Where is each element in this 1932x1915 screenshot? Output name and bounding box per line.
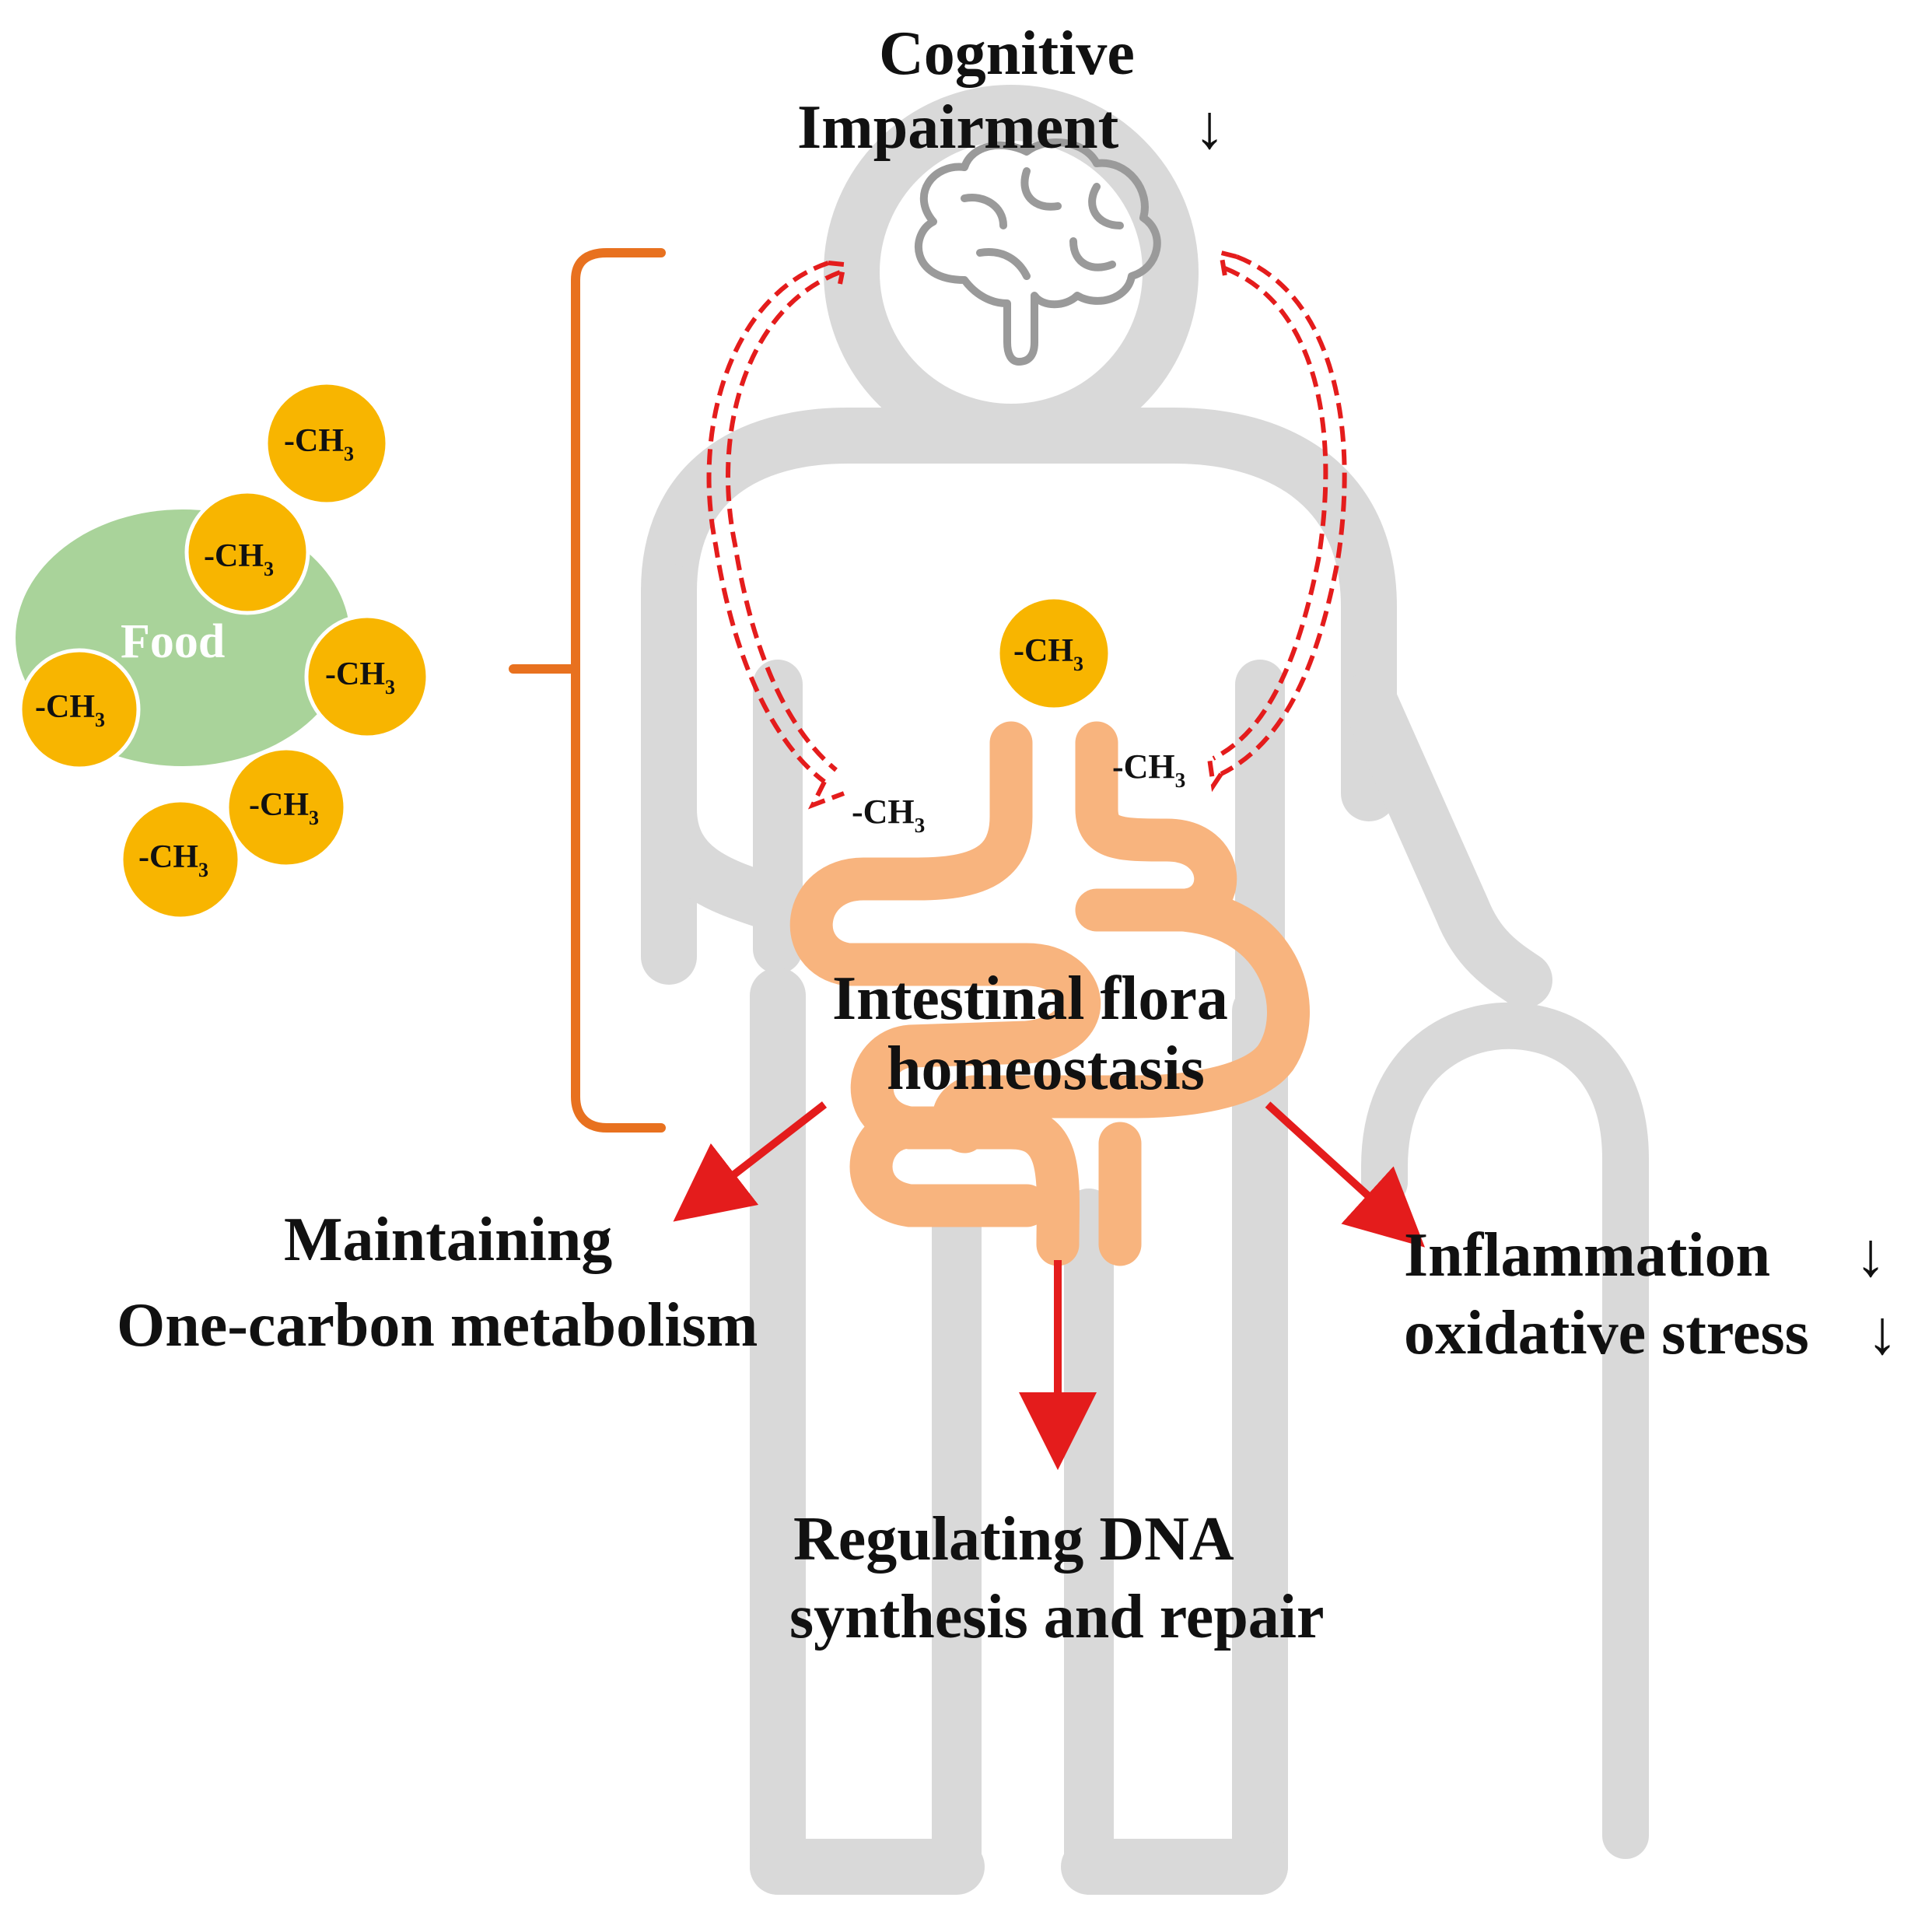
inflammation-line1: Inflammation bbox=[1404, 1221, 1770, 1290]
methyl-subscript: 3 bbox=[915, 814, 926, 837]
inflammation-down-arrow: ↓ bbox=[1855, 1221, 1886, 1290]
cognitive-down-arrow: ↓ bbox=[1194, 93, 1225, 162]
flora-line2: homeostasis bbox=[887, 1035, 1205, 1103]
methyl-subscript: 3 bbox=[309, 807, 319, 829]
methyl-ball-4: -CH3 bbox=[18, 648, 141, 771]
methyl-prefix: -CH bbox=[138, 839, 198, 875]
svg-text:-CH3: -CH3 bbox=[204, 538, 274, 580]
dashed-cycle-arrows bbox=[706, 249, 1347, 810]
methyl-label-left: -CH3 bbox=[852, 793, 925, 837]
regulating-line1: Regulating DNA bbox=[793, 1505, 1234, 1574]
methyl-prefix: -CH bbox=[1112, 747, 1175, 786]
inflammation-line2: oxidative stress bbox=[1404, 1299, 1809, 1367]
methyl-subscript: 3 bbox=[344, 443, 354, 465]
maintaining-line2: One-carbon metabolism bbox=[117, 1291, 758, 1360]
methyl-prefix: -CH bbox=[249, 787, 309, 823]
methyl-label-right: -CH3 bbox=[1112, 747, 1185, 792]
svg-text:-CH3: -CH3 bbox=[284, 423, 354, 465]
methyl-ball-center: -CH3 bbox=[996, 595, 1112, 712]
methyl-prefix: -CH bbox=[204, 538, 264, 574]
svg-text:-CH3: -CH3 bbox=[1013, 633, 1083, 675]
methyl-subscript: 3 bbox=[198, 859, 208, 881]
methyl-ball-2: -CH3 bbox=[184, 489, 310, 615]
svg-text:-CH3: -CH3 bbox=[325, 656, 395, 698]
methyl-prefix: -CH bbox=[325, 656, 385, 692]
methyl-ball-5: -CH3 bbox=[225, 746, 348, 869]
brain-icon bbox=[914, 138, 1161, 366]
svg-text:-CH3: -CH3 bbox=[249, 787, 319, 829]
arrow-to-inflammation bbox=[1265, 1101, 1425, 1248]
methyl-subscript: 3 bbox=[95, 709, 105, 731]
cognitive-line1: Cognitive bbox=[879, 19, 1135, 88]
methyl-prefix: -CH bbox=[1013, 633, 1073, 669]
maintaining-line1: Maintaining bbox=[284, 1206, 612, 1274]
flora-line1: Intestinal flora bbox=[832, 965, 1228, 1033]
cognitive-line2: Impairment bbox=[797, 93, 1119, 162]
food-label: Food bbox=[121, 615, 225, 668]
methyl-prefix: -CH bbox=[852, 793, 915, 831]
oxidative-down-arrow: ↓ bbox=[1867, 1299, 1898, 1367]
methyl-prefix: -CH bbox=[35, 689, 95, 725]
methyl-subscript: 3 bbox=[1073, 653, 1083, 675]
methyl-ball-6: -CH3 bbox=[119, 798, 242, 921]
methyl-prefix: -CH bbox=[284, 423, 344, 459]
methyl-ball-3: -CH3 bbox=[304, 614, 430, 740]
methyl-ball-1: -CH3 bbox=[264, 380, 390, 506]
intestine-icon bbox=[789, 721, 1310, 1266]
svg-text:-CH3: -CH3 bbox=[138, 839, 208, 881]
methyl-subscript: 3 bbox=[1175, 768, 1186, 792]
regulating-line2: synthesis and repair bbox=[789, 1583, 1325, 1651]
methyl-subscript: 3 bbox=[385, 676, 395, 698]
methyl-subscript: 3 bbox=[264, 558, 274, 580]
orange-bracket bbox=[509, 248, 666, 1133]
svg-text:-CH3: -CH3 bbox=[35, 689, 105, 731]
arrow-to-maintaining bbox=[673, 1101, 828, 1222]
